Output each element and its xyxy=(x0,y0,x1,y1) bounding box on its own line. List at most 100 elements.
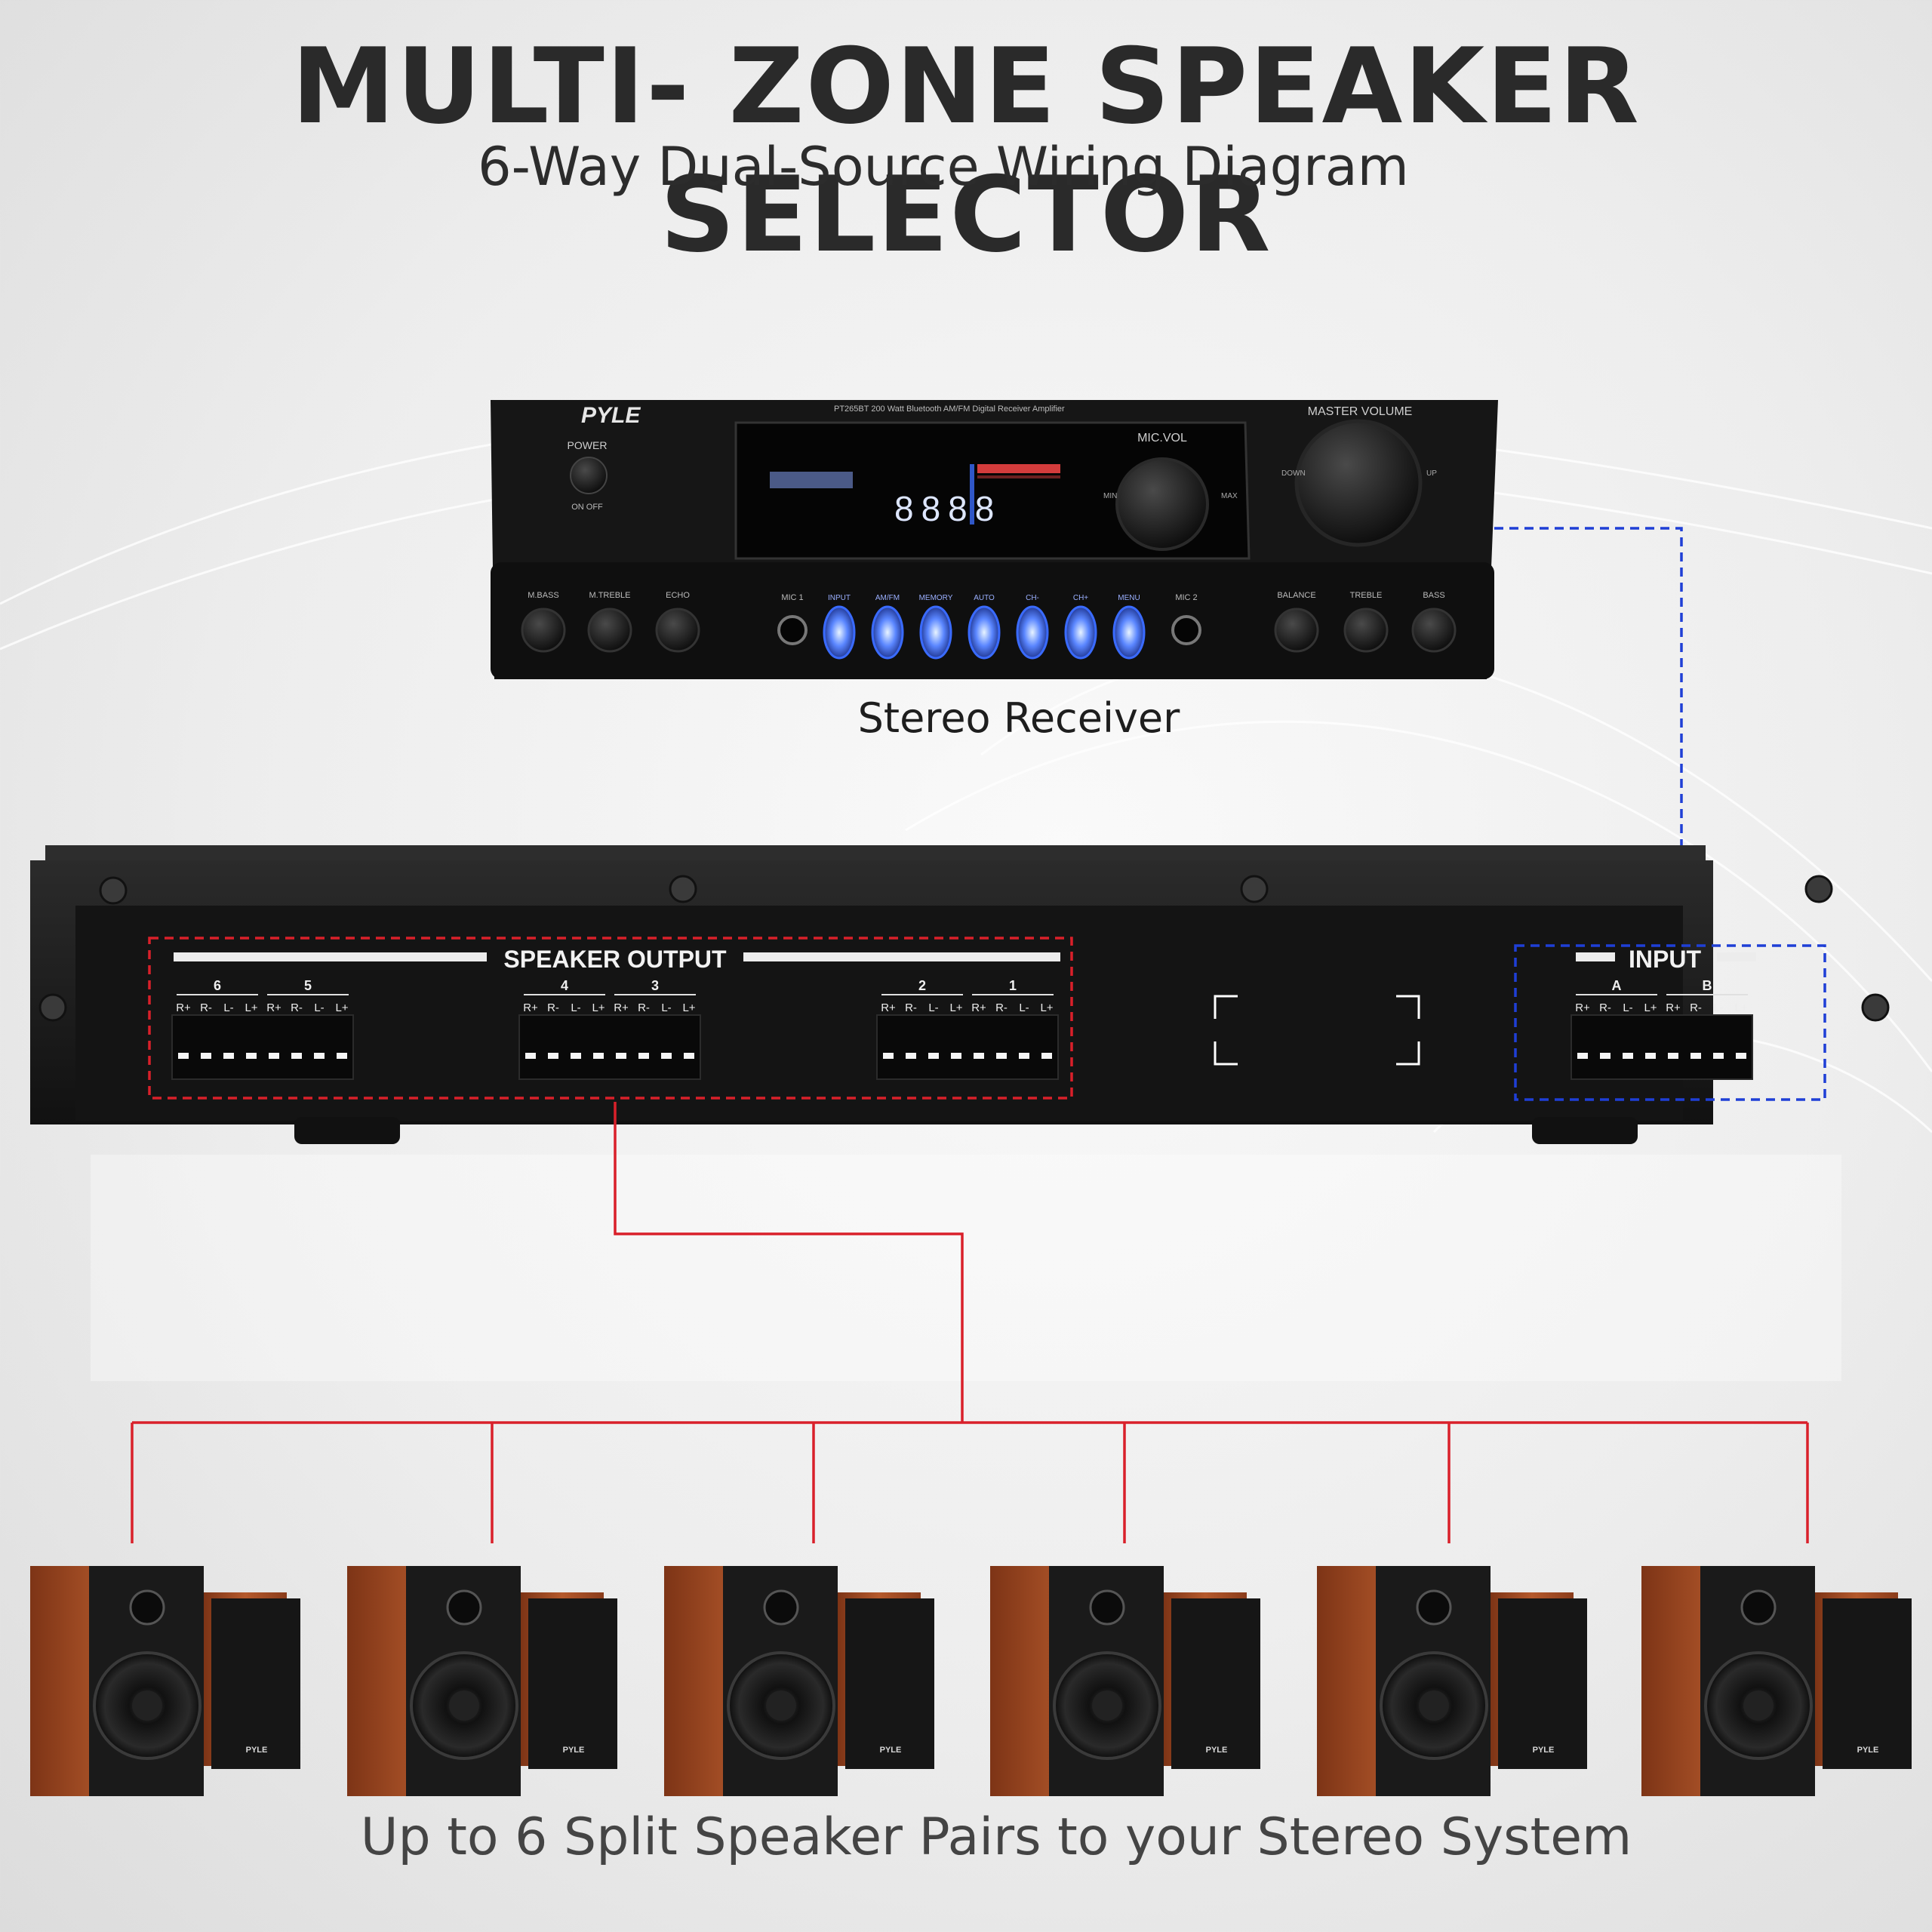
rotary-knob[interactable] xyxy=(1274,608,1319,653)
rotary-knob[interactable] xyxy=(521,608,566,653)
mic1-jack[interactable] xyxy=(777,615,808,645)
terminal-pin-label: L- xyxy=(928,1001,938,1014)
terminal-pin-label: L- xyxy=(1713,1001,1723,1014)
terminal-pin-label: L+ xyxy=(592,1001,605,1014)
output-highlight-box xyxy=(148,937,1073,1100)
terminal-screw-slot[interactable] xyxy=(638,1053,649,1059)
terminal-screw-slot[interactable] xyxy=(661,1053,672,1059)
rotary-knob[interactable] xyxy=(1343,608,1389,653)
terminal-screw-slot[interactable] xyxy=(616,1053,626,1059)
led-button[interactable] xyxy=(919,605,952,660)
speaker-grille xyxy=(845,1598,934,1769)
terminal-screw-slot[interactable] xyxy=(906,1053,916,1059)
led-button[interactable] xyxy=(871,605,904,660)
rotary-knob[interactable] xyxy=(587,608,632,653)
terminal-screw-slot[interactable] xyxy=(269,1053,279,1059)
terminal-screw-slot[interactable] xyxy=(1690,1053,1701,1059)
terminal-screw-slot[interactable] xyxy=(314,1053,325,1059)
speaker-pair: PYLE xyxy=(30,1566,300,1796)
speaker-selector: SPEAKER OUTPUT INPUT 6R+R-L-L+5R+R-L-L+4… xyxy=(30,845,1890,1144)
input-wire xyxy=(1494,527,1683,940)
terminal-pin-label: R+ xyxy=(523,1001,538,1014)
woofer-dust-cap xyxy=(1092,1690,1122,1721)
terminal-screw-slot[interactable] xyxy=(1019,1053,1029,1059)
led-button[interactable] xyxy=(1016,605,1049,660)
terminal-pin-label: L+ xyxy=(682,1001,695,1014)
terminal-screw-slot[interactable] xyxy=(291,1053,302,1059)
woofer-dust-cap xyxy=(449,1690,479,1721)
receiver-brand: PYLE xyxy=(581,403,641,428)
speaker-grille xyxy=(1823,1598,1912,1769)
terminal-screw-slot[interactable] xyxy=(974,1053,984,1059)
terminal-screw-slot[interactable] xyxy=(178,1053,189,1059)
led-button-label: AM/FM xyxy=(875,594,900,602)
terminal-screw-slot[interactable] xyxy=(684,1053,694,1059)
terminal-screw-slot[interactable] xyxy=(593,1053,604,1059)
master-volume-label: MASTER VOLUME xyxy=(1308,405,1413,418)
terminal-screw-slot[interactable] xyxy=(525,1053,536,1059)
woofer-dust-cap xyxy=(1419,1690,1449,1721)
led-button[interactable] xyxy=(1112,605,1146,660)
terminal-screw-slot[interactable] xyxy=(201,1053,211,1059)
woofer-dust-cap xyxy=(766,1690,796,1721)
terminal-pin-label: R- xyxy=(1599,1001,1611,1014)
terminal-screw-slot[interactable] xyxy=(223,1053,234,1059)
terminal-screw-slot[interactable] xyxy=(548,1053,558,1059)
mic1-label: MIC 1 xyxy=(781,593,803,602)
speaker-badge: PYLE xyxy=(246,1746,268,1755)
input-label: INPUT xyxy=(1629,946,1701,973)
terminal-screw-slot[interactable] xyxy=(996,1053,1007,1059)
display-indicators xyxy=(770,472,853,488)
rotary-knob[interactable] xyxy=(655,608,700,653)
terminal-screw-slot[interactable] xyxy=(1577,1053,1588,1059)
terminal-group-label: 1 xyxy=(1009,978,1017,993)
terminal-pin-label: R- xyxy=(291,1001,303,1014)
terminal-screw-slot[interactable] xyxy=(1713,1053,1724,1059)
speaker-pair: PYLE xyxy=(664,1566,934,1796)
tweeter xyxy=(129,1589,165,1626)
volume-up-label: UP xyxy=(1426,469,1437,478)
terminal-pin-label: L+ xyxy=(245,1001,257,1014)
volume-down-label: DOWN xyxy=(1281,469,1306,478)
terminal-pin-label: R+ xyxy=(971,1001,986,1014)
speaker-pair: PYLE xyxy=(1641,1566,1912,1796)
terminal-screw-slot[interactable] xyxy=(337,1053,347,1059)
led-button[interactable] xyxy=(1064,605,1097,660)
led-button-label: MENU xyxy=(1118,594,1140,602)
chassis-foot xyxy=(294,1117,400,1144)
terminal-pin-label: L- xyxy=(661,1001,671,1014)
mic-max-label: MAX xyxy=(1221,492,1238,500)
terminal-group-label: 3 xyxy=(651,978,659,993)
terminal-block xyxy=(518,1014,701,1080)
terminal-screw-slot[interactable] xyxy=(1623,1053,1633,1059)
terminal-screw-slot[interactable] xyxy=(1645,1053,1656,1059)
display-digits: 8888 xyxy=(894,489,1001,528)
terminal-screw-slot[interactable] xyxy=(951,1053,961,1059)
terminal-pin-label: R+ xyxy=(176,1001,191,1014)
terminal-screw-slot[interactable] xyxy=(246,1053,257,1059)
power-button[interactable] xyxy=(570,457,608,494)
stereo-receiver: PYLE PT265BT 200 Watt Bluetooth AM/FM Di… xyxy=(491,400,1498,679)
terminal-screw-slot[interactable] xyxy=(1600,1053,1611,1059)
terminal-screw-slot[interactable] xyxy=(571,1053,581,1059)
terminal-screw-slot[interactable] xyxy=(1736,1053,1746,1059)
terminal-screw-slot[interactable] xyxy=(928,1053,939,1059)
led-button[interactable] xyxy=(823,605,856,660)
mic-volume-knob[interactable] xyxy=(1115,457,1209,551)
terminal-screw-slot[interactable] xyxy=(883,1053,894,1059)
terminal-pin-label: L+ xyxy=(949,1001,962,1014)
terminal-pin-label: L+ xyxy=(1644,1001,1657,1014)
speaker-pair: PYLE xyxy=(347,1566,617,1796)
master-volume-knob[interactable] xyxy=(1294,419,1423,547)
rotary-knob[interactable] xyxy=(1411,608,1457,653)
selector-bracket-marks xyxy=(1214,995,1420,1066)
terminal-block xyxy=(1571,1014,1753,1080)
terminal-screw-slot[interactable] xyxy=(1041,1053,1052,1059)
speaker-badge: PYLE xyxy=(880,1746,902,1755)
mic2-jack[interactable] xyxy=(1171,615,1201,645)
terminal-screw-slot[interactable] xyxy=(1668,1053,1678,1059)
led-button[interactable] xyxy=(968,605,1001,660)
